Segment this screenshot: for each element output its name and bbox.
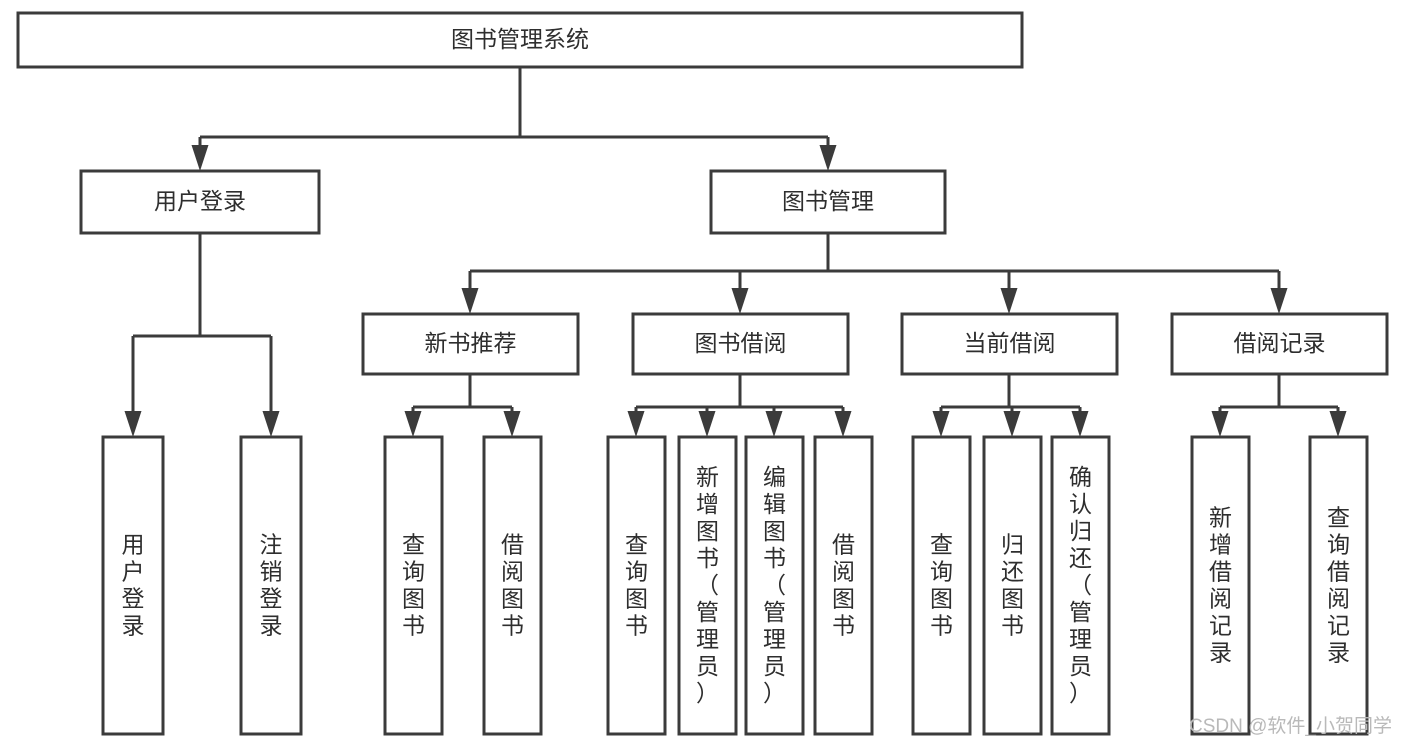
arrow-head-icon [461, 288, 479, 314]
arrow-head-icon [1211, 411, 1229, 437]
watermark-label: CSDN @软件_小贺同学 [1189, 715, 1392, 737]
node-leaf-query-book-2[interactable]: 查询图书 [606, 435, 667, 736]
node-label: 归还图书 [1001, 532, 1024, 639]
arrow-head-icon [1329, 411, 1347, 437]
node-current[interactable]: 当前借阅 [900, 312, 1119, 376]
arrow-head-icon [503, 411, 521, 437]
arrow-head-icon [698, 411, 716, 437]
node-box[interactable] [239, 435, 303, 736]
node-box[interactable] [813, 435, 874, 736]
node-box[interactable] [1170, 312, 1389, 376]
arrow-head-icon [1270, 288, 1288, 314]
node-box[interactable] [1050, 435, 1111, 736]
node-box[interactable] [606, 435, 667, 736]
node-leaf-query-book-3[interactable]: 查询图书 [911, 435, 972, 736]
node-label: 新书推荐 [425, 330, 517, 356]
node-record[interactable]: 借阅记录 [1170, 312, 1389, 376]
connector-group-record [1211, 374, 1347, 437]
node-label: 借阅图书 [832, 532, 855, 639]
arrow-head-icon [124, 411, 142, 437]
node-leaf-user-login[interactable]: 用户登录 [101, 435, 165, 736]
node-leaf-return-book[interactable]: 归还图书 [982, 435, 1043, 736]
node-box[interactable] [1190, 435, 1251, 736]
node-box[interactable] [361, 312, 580, 376]
arrow-head-icon [819, 145, 837, 171]
connectors-layer [124, 67, 1347, 437]
node-label: 注销登录 [260, 532, 283, 639]
node-label: 图书管理系统 [451, 26, 589, 52]
arrow-head-icon [834, 411, 852, 437]
arrow-head-icon [191, 145, 209, 171]
connector-group-login [124, 233, 280, 437]
node-label: 查询图书 [402, 532, 425, 639]
node-box[interactable] [677, 435, 738, 736]
arrow-head-icon [765, 411, 783, 437]
node-label: 查询图书 [625, 532, 648, 639]
node-label: 用户登录 [154, 188, 246, 214]
node-leaf-add-book[interactable]: 新增图书（管理员） [677, 435, 738, 736]
connector-group-borrow [627, 374, 852, 437]
node-box[interactable] [482, 435, 543, 736]
connector-group-bookmgr [461, 233, 1288, 314]
arrow-head-icon [262, 411, 280, 437]
node-label: 当前借阅 [964, 330, 1056, 356]
node-leaf-query-book-1[interactable]: 查询图书 [383, 435, 444, 736]
node-login[interactable]: 用户登录 [79, 169, 321, 235]
arrow-head-icon [1003, 411, 1021, 437]
node-box[interactable] [709, 169, 947, 235]
node-leaf-add-record[interactable]: 新增借阅记录 [1190, 435, 1251, 736]
nodes-layer: 图书管理系统用户登录图书管理新书推荐图书借阅当前借阅借阅记录用户登录注销登录查询… [16, 11, 1389, 736]
connector-group-root [191, 67, 837, 171]
node-leaf-user-logout[interactable]: 注销登录 [239, 435, 303, 736]
arrow-head-icon [404, 411, 422, 437]
node-label: 借阅图书 [501, 532, 524, 639]
node-leaf-confirm-return[interactable]: 确认归还（管理员） [1050, 435, 1111, 736]
node-label: 用户登录 [122, 532, 145, 639]
node-leaf-edit-book[interactable]: 编辑图书（管理员） [744, 435, 805, 736]
node-box[interactable] [911, 435, 972, 736]
node-box[interactable] [1308, 435, 1369, 736]
connector-group-newbook [404, 374, 521, 437]
node-label: 图书管理 [782, 188, 874, 214]
arrow-head-icon [627, 411, 645, 437]
arrow-head-icon [1000, 288, 1018, 314]
node-box[interactable] [101, 435, 165, 736]
node-label: 图书借阅 [695, 330, 787, 356]
node-leaf-borrow-book-2[interactable]: 借阅图书 [813, 435, 874, 736]
node-label: 编辑图书（管理员） [763, 464, 786, 706]
node-root[interactable]: 图书管理系统 [16, 11, 1024, 69]
node-label: 查询借阅记录 [1327, 505, 1350, 666]
node-box[interactable] [982, 435, 1043, 736]
arrow-head-icon [1071, 411, 1089, 437]
node-box[interactable] [16, 11, 1024, 69]
node-leaf-query-record[interactable]: 查询借阅记录 [1308, 435, 1369, 736]
node-borrow[interactable]: 图书借阅 [631, 312, 850, 376]
node-label: 确认归还（管理员） [1069, 464, 1092, 706]
arrow-head-icon [932, 411, 950, 437]
node-label: 新增图书（管理员） [696, 464, 719, 706]
node-label: 查询图书 [930, 532, 953, 639]
node-label: 借阅记录 [1234, 330, 1326, 356]
node-leaf-borrow-book-1[interactable]: 借阅图书 [482, 435, 543, 736]
node-box[interactable] [383, 435, 444, 736]
node-label: 新增借阅记录 [1209, 505, 1232, 666]
node-newbook[interactable]: 新书推荐 [361, 312, 580, 376]
node-box[interactable] [79, 169, 321, 235]
node-box[interactable] [744, 435, 805, 736]
node-box[interactable] [900, 312, 1119, 376]
connector-group-current [932, 374, 1089, 437]
node-bookmgr[interactable]: 图书管理 [709, 169, 947, 235]
node-box[interactable] [631, 312, 850, 376]
arrow-head-icon [731, 288, 749, 314]
